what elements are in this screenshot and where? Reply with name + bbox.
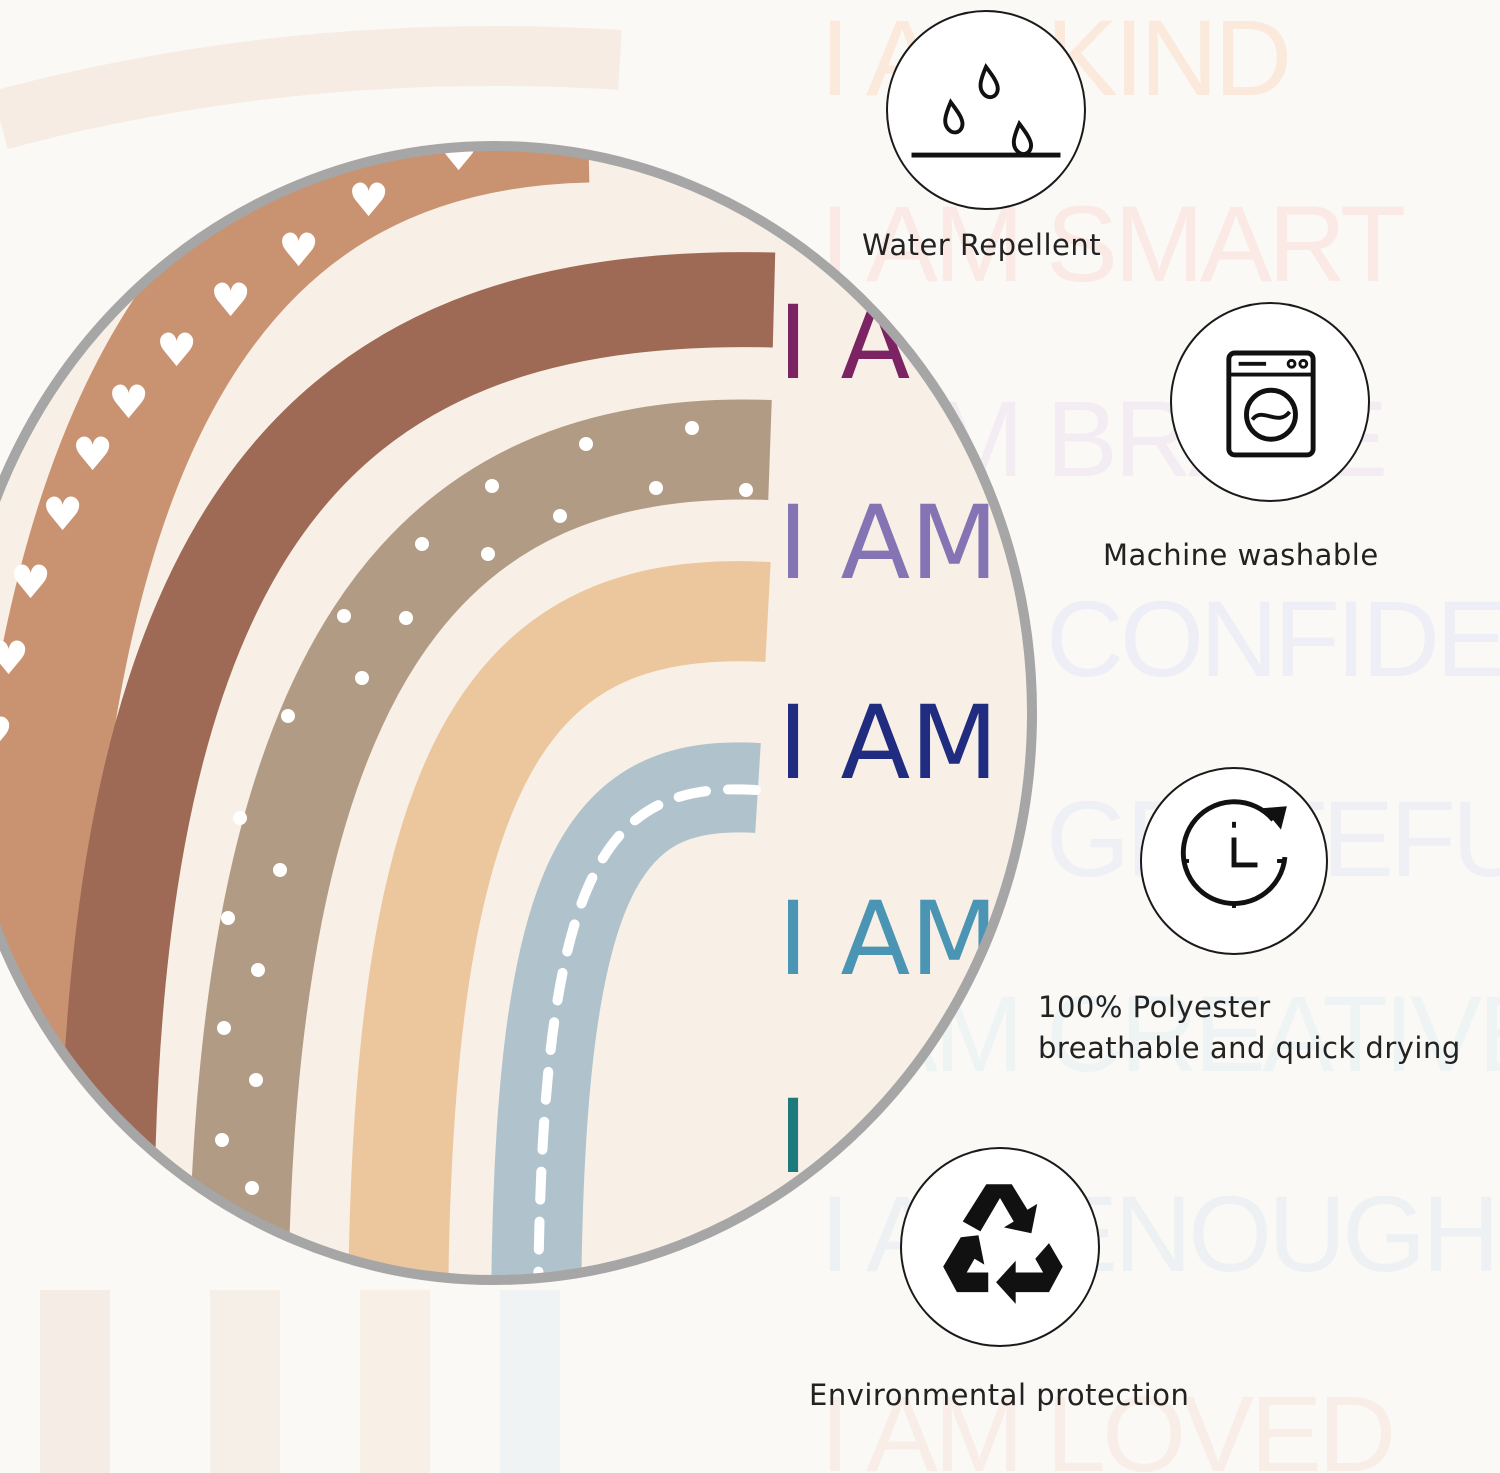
svg-text:♥: ♥: [72, 427, 113, 481]
zoom-detail-circle: ♥ ♥ ♥ ♥ ♥ ♥ ♥ ♥ ♥ ♥ ♥ ♥: [0, 141, 1037, 1285]
dot-pattern: [215, 421, 753, 1195]
affirmation-fragment-navy: I AM: [778, 684, 998, 803]
svg-text:♥: ♥: [348, 173, 389, 227]
environmental-protection-label: Environmental protection: [809, 1378, 1190, 1412]
machine-washable-icon-badge: [1170, 302, 1370, 502]
affirmation-fragment-lavender: I AM: [778, 484, 998, 603]
polyester-label-line1: 100% Polyester: [1038, 990, 1271, 1024]
svg-text:♥: ♥: [42, 487, 83, 541]
washing-machine-icon: [1226, 350, 1316, 458]
clock-icon: [1180, 799, 1288, 908]
svg-text:♥: ♥: [0, 631, 29, 685]
background-word: I AM LOVED: [820, 1373, 1396, 1473]
environmental-protection-icon-badge: [900, 1147, 1100, 1347]
water-repellent-icon-badge: [886, 10, 1086, 210]
water-drops-icon: [911, 62, 1061, 158]
recycle-icon: [943, 1184, 1063, 1304]
rainbow-arc-taupe: [188, 399, 772, 1280]
background-rainbow: [0, 26, 622, 1473]
heart-pattern: ♥ ♥ ♥ ♥ ♥ ♥ ♥ ♥ ♥ ♥ ♥ ♥: [0, 146, 479, 841]
rainbow-arc-brown: [59, 252, 776, 1280]
water-repellent-label: Water Repellent: [862, 228, 1102, 262]
rainbow-arc-tan: [0, 146, 590, 1280]
affirmation-fragment-teal-blue: I AM: [778, 880, 998, 999]
svg-text:♥: ♥: [278, 223, 319, 277]
road-dash-pattern: [533, 784, 761, 1280]
rainbow-arc-peach: [348, 561, 771, 1280]
svg-text:♥: ♥: [156, 323, 197, 377]
svg-text:♥: ♥: [108, 375, 149, 429]
background-word: I AM SMART: [820, 183, 1406, 304]
svg-text:♥: ♥: [210, 273, 251, 327]
machine-washable-label: Machine washable: [1103, 538, 1379, 572]
affirmation-fragment-plum: I A: [778, 284, 910, 403]
svg-text:♥: ♥: [10, 555, 51, 609]
svg-text:♥: ♥: [0, 707, 13, 761]
polyester-label-line2: breathable and quick drying: [1038, 1031, 1461, 1065]
polyester-label: 100% Polyester breathable and quick dryi…: [1038, 987, 1461, 1069]
svg-text:♥: ♥: [0, 787, 1, 841]
quick-drying-icon-badge: [1140, 767, 1328, 955]
